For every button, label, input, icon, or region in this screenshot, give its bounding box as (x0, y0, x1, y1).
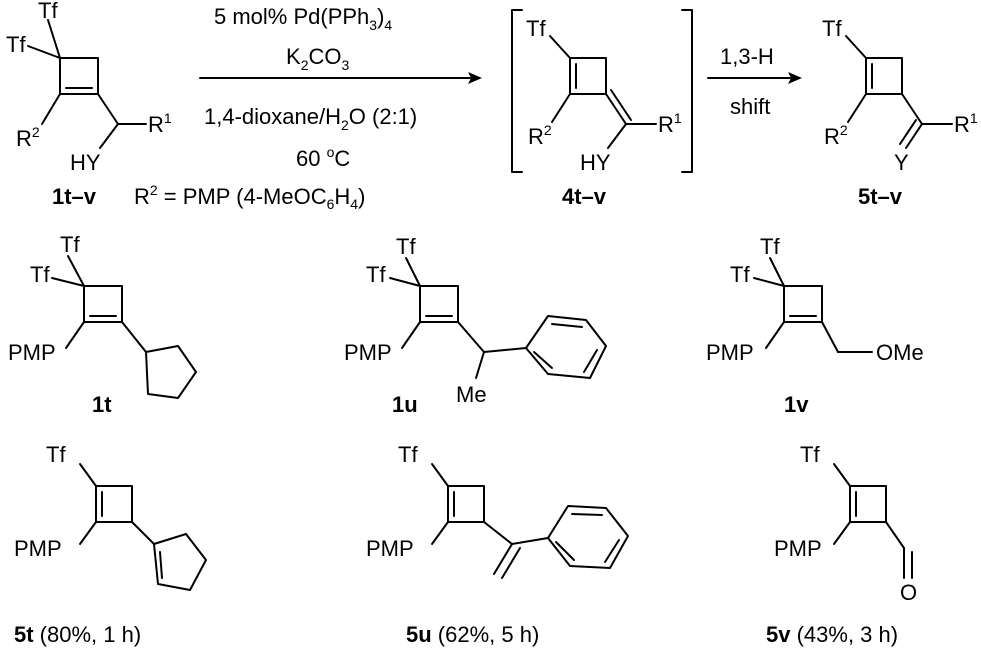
shift-label-line1: 1,3-H (720, 44, 774, 69)
oxygen-label: O (900, 580, 917, 605)
structure-4t-v (549, 35, 657, 149)
bracket-right (681, 9, 693, 173)
r2-label: R2 (528, 122, 552, 149)
pmp-label: PMP (706, 340, 754, 365)
tf-label: Tf (730, 262, 750, 287)
hy-label: HY (70, 150, 101, 175)
tf-label: Tf (760, 234, 780, 259)
compound-id-1u: 1u (392, 392, 418, 417)
bracket-left (511, 9, 523, 173)
r2-definition: R2 = PMP (4-MeOC6H4) (134, 182, 365, 212)
tf-label: Tf (396, 234, 416, 259)
compound-id-1t-v: 1t–v (52, 184, 97, 209)
tf-label: Tf (398, 442, 418, 467)
yield-5t: 5t (80%, 1 h) (14, 622, 141, 647)
tf-label: Tf (38, 0, 58, 23)
tf-label: Tf (46, 442, 66, 467)
structure-1v (753, 257, 873, 353)
hy-label: HY (580, 150, 611, 175)
structure-5v (833, 463, 913, 579)
pmp-label: PMP (8, 340, 56, 365)
r1-label: R1 (658, 110, 682, 137)
compound-id-4t-v: 4t–v (562, 184, 607, 209)
ome-label: OMe (876, 340, 924, 365)
y-label: Y (894, 150, 909, 175)
structure-1u (389, 257, 607, 379)
pmp-label: PMP (774, 536, 822, 561)
me-label: Me (456, 382, 487, 407)
tf-label: Tf (526, 16, 546, 41)
tf-label: Tf (366, 262, 386, 287)
condition-catalyst: 5 mol% Pd(PPh3)4 (214, 4, 392, 33)
r2-label: R2 (16, 124, 40, 151)
compound-id-1t: 1t (92, 392, 112, 417)
yield-5u: 5u (62%, 5 h) (406, 622, 539, 647)
tf-label: Tf (800, 442, 820, 467)
tf-label: Tf (6, 32, 26, 57)
tf-label: Tf (30, 262, 50, 287)
pmp-label: PMP (14, 536, 62, 561)
structure-5t (79, 463, 207, 591)
r1-label: R1 (148, 110, 172, 137)
shift-label-line2: shift (730, 94, 770, 119)
r2-label: R2 (824, 122, 848, 149)
compound-id-1v: 1v (784, 392, 809, 417)
structure-5t-v (845, 35, 953, 149)
pmp-label: PMP (344, 340, 392, 365)
shift-arrow (707, 72, 802, 84)
tf-label: Tf (60, 232, 80, 257)
structure-5u (431, 463, 629, 579)
reaction-arrow (199, 72, 482, 84)
condition-solvent: 1,4-dioxane/H2O (2:1) (204, 104, 417, 133)
yield-5v: 5v (43%, 3 h) (766, 622, 898, 647)
condition-base: K2CO3 (286, 44, 349, 73)
structure-1t-v (27, 19, 147, 149)
condition-temperature: 60 oC (296, 144, 350, 171)
structure-1t (51, 255, 197, 399)
tf-label: Tf (822, 16, 842, 41)
compound-id-5t-v: 5t–v (858, 184, 903, 209)
r1-label: R1 (954, 110, 978, 137)
pmp-label: PMP (366, 536, 414, 561)
